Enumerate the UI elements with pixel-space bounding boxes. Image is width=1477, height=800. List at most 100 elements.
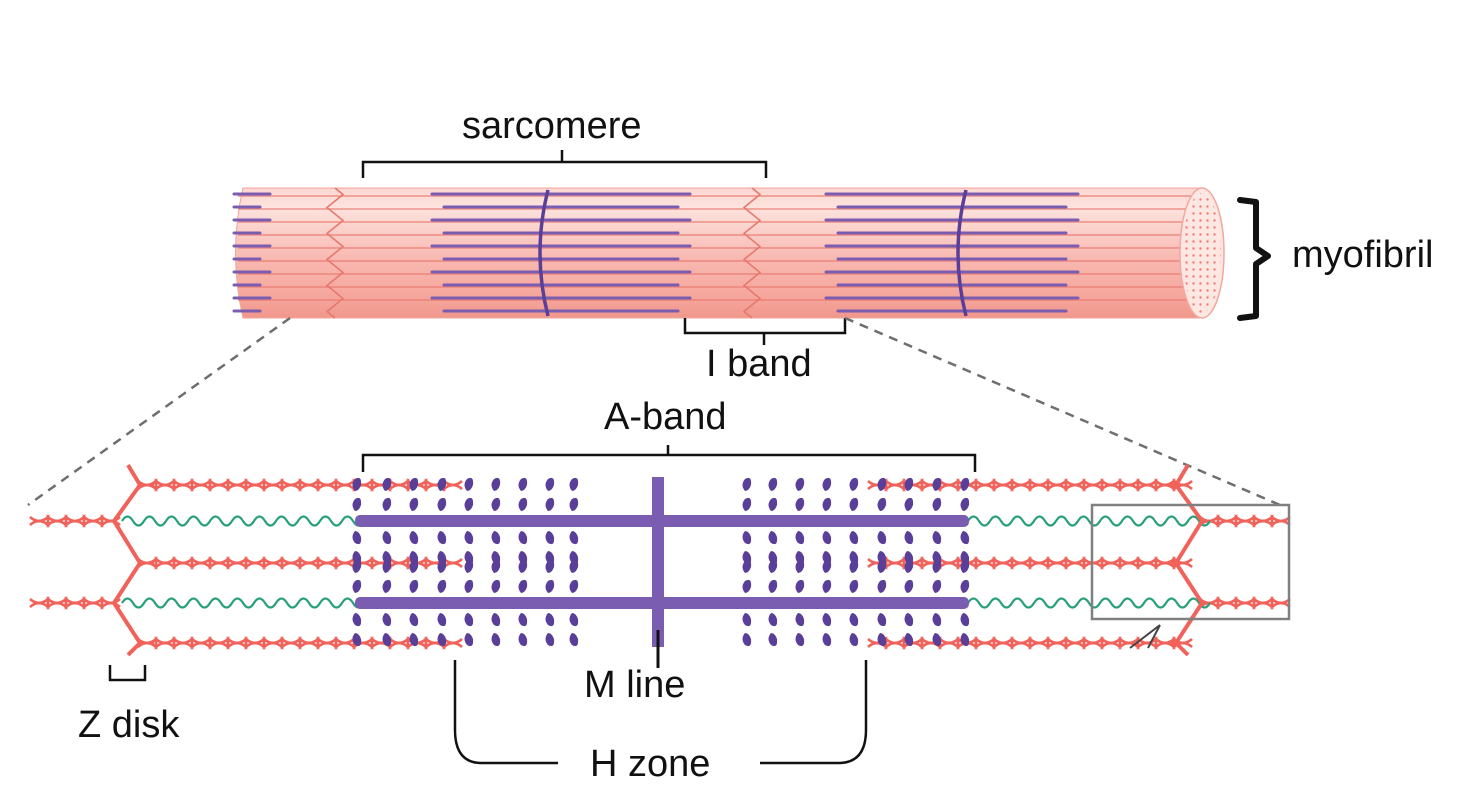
myosin-head (795, 559, 805, 573)
myosin-head (409, 613, 419, 627)
myosin-head (382, 477, 392, 491)
myosin-head (382, 633, 392, 647)
myosin-head (518, 579, 528, 593)
myosin-head (409, 497, 419, 511)
thin-filament (867, 556, 1193, 570)
myosin-head (518, 531, 528, 545)
myosin-head (904, 633, 914, 647)
myosin-head (464, 633, 474, 647)
myosin-head (518, 613, 528, 627)
myosin-head (822, 633, 832, 647)
myosin-head (518, 559, 528, 573)
myosin-head (849, 559, 859, 573)
myosin-head (409, 531, 419, 545)
myosin-head (877, 613, 887, 627)
myosin-head (569, 477, 579, 491)
myosin-head (932, 477, 942, 491)
myosin-head (960, 559, 970, 573)
m-line (652, 477, 664, 647)
myosin-head (822, 613, 832, 627)
myosin-head (768, 613, 778, 627)
myosin-head (352, 477, 362, 491)
zoom-line-left (27, 316, 291, 507)
myosin-head (491, 633, 501, 647)
sarcomere-label: sarcomere (462, 105, 642, 147)
myosin-head (545, 531, 555, 545)
titin-filament (967, 515, 1211, 527)
myosin-head (904, 477, 914, 491)
myosin-head (822, 531, 832, 545)
myofibril-stripes (238, 187, 1200, 319)
myosin-head (518, 633, 528, 647)
myosin-head (795, 579, 805, 593)
myosin-head (491, 497, 501, 511)
myosin-head (795, 633, 805, 647)
i-band-bracket (683, 318, 847, 345)
myosin-head (464, 579, 474, 593)
myosin-head (960, 497, 970, 511)
myosin-head (545, 633, 555, 647)
myosin-head (742, 477, 752, 491)
myosin-head (768, 477, 778, 491)
a-band-bracket (361, 445, 977, 472)
inset-box (1090, 503, 1291, 621)
myosin-head (491, 559, 501, 573)
i-band-label: I band (706, 343, 812, 385)
myosin-head (960, 579, 970, 593)
myosin-head (382, 559, 392, 573)
myosin-head (409, 579, 419, 593)
myosin-head (904, 579, 914, 593)
titin-filament (121, 515, 365, 527)
myosin-head (877, 477, 887, 491)
myosin-head (352, 613, 362, 627)
myosin-head (932, 531, 942, 545)
myofibril-brace (1237, 197, 1271, 321)
myosin-head (742, 531, 752, 545)
myosin-head (849, 531, 859, 545)
myosin-head (545, 497, 555, 511)
titin-filament (121, 597, 365, 609)
myosin-head (849, 497, 859, 511)
h-zone-label: H zone (590, 743, 711, 785)
myofibril-end-dots (1183, 193, 1221, 313)
myosin-head (849, 477, 859, 491)
myosin-head (742, 497, 752, 511)
myosin-head (849, 579, 859, 593)
myosin-head (877, 531, 887, 545)
myosin-head (849, 613, 859, 627)
myosin-head (877, 497, 887, 511)
myosin-head (382, 579, 392, 593)
myosin-head (352, 531, 362, 545)
myosin-head (932, 559, 942, 573)
z-disk-bracket (108, 665, 147, 682)
thin-filament (137, 478, 463, 492)
myosin-head (464, 477, 474, 491)
myosin-head (849, 633, 859, 647)
m-line-label: M line (584, 664, 686, 706)
myosin-head (545, 477, 555, 491)
myosin-head (382, 497, 392, 511)
myosin-head (768, 559, 778, 573)
z-disk-label: Z disk (78, 704, 180, 746)
sarcomere-detail (29, 463, 1291, 657)
myosin-head (464, 531, 474, 545)
myosin-head (960, 633, 970, 647)
thin-filament (137, 556, 463, 570)
thin-filament (1199, 596, 1291, 610)
myosin-head (960, 531, 970, 545)
myosin-head (768, 579, 778, 593)
myosin-head (545, 613, 555, 627)
thin-filament (29, 596, 121, 610)
myosin-head (742, 559, 752, 573)
myosin-head (491, 579, 501, 593)
myosin-head (491, 477, 501, 491)
myosin-head (382, 613, 392, 627)
myosin-head (795, 497, 805, 511)
myosin-head (409, 559, 419, 573)
myosin-head (768, 633, 778, 647)
myosin-head (352, 579, 362, 593)
m-line-top (538, 189, 550, 317)
myosin-head (437, 559, 447, 573)
thin-filament (867, 478, 1193, 492)
myosin-head (904, 613, 914, 627)
